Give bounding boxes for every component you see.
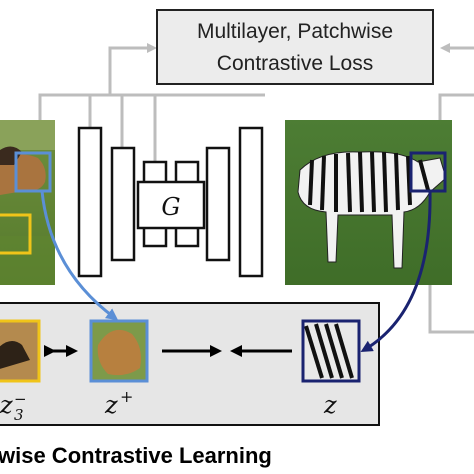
negative-label-base: z [0, 391, 13, 419]
horse-photo [0, 120, 55, 285]
query-label: z [323, 391, 337, 419]
generator-label: G [161, 193, 180, 221]
encoder-layer-1 [77, 126, 103, 278]
negative-label: z − 3 [0, 390, 27, 424]
output-patch-marker [409, 151, 447, 193]
positive-label-base: z [104, 391, 118, 419]
positive-patch [89, 319, 149, 383]
decoder-layer-2 [205, 146, 231, 262]
generator-network [77, 126, 264, 278]
caption: wise Contrastive Learning [0, 443, 272, 468]
negative-label-sub: 3 [14, 406, 24, 424]
negative-patch-marker [0, 213, 32, 255]
query-patch-marker [14, 151, 52, 193]
zebra-photo [285, 120, 452, 285]
loss-title-line2: Contrastive Loss [217, 52, 373, 75]
query-correspondence-arrow [360, 190, 432, 353]
negative-label-sup: − [14, 390, 27, 408]
negative-patch [0, 319, 41, 383]
loss-box: Multilayer, Patchwise Contrastive Loss [156, 9, 434, 85]
positive-correspondence-arrow [40, 190, 119, 321]
loss-title-line1: Multilayer, Patchwise [197, 20, 393, 43]
query-patch [301, 319, 361, 383]
decoder-layer-3 [238, 126, 264, 278]
encoder-layer-2 [110, 146, 136, 262]
generator-bottleneck [136, 180, 206, 230]
positive-label: z + [104, 387, 133, 419]
patch-panel: z − 3 z + z [0, 302, 380, 426]
positive-label-sup: + [120, 387, 133, 406]
feature-connections [38, 43, 474, 334]
